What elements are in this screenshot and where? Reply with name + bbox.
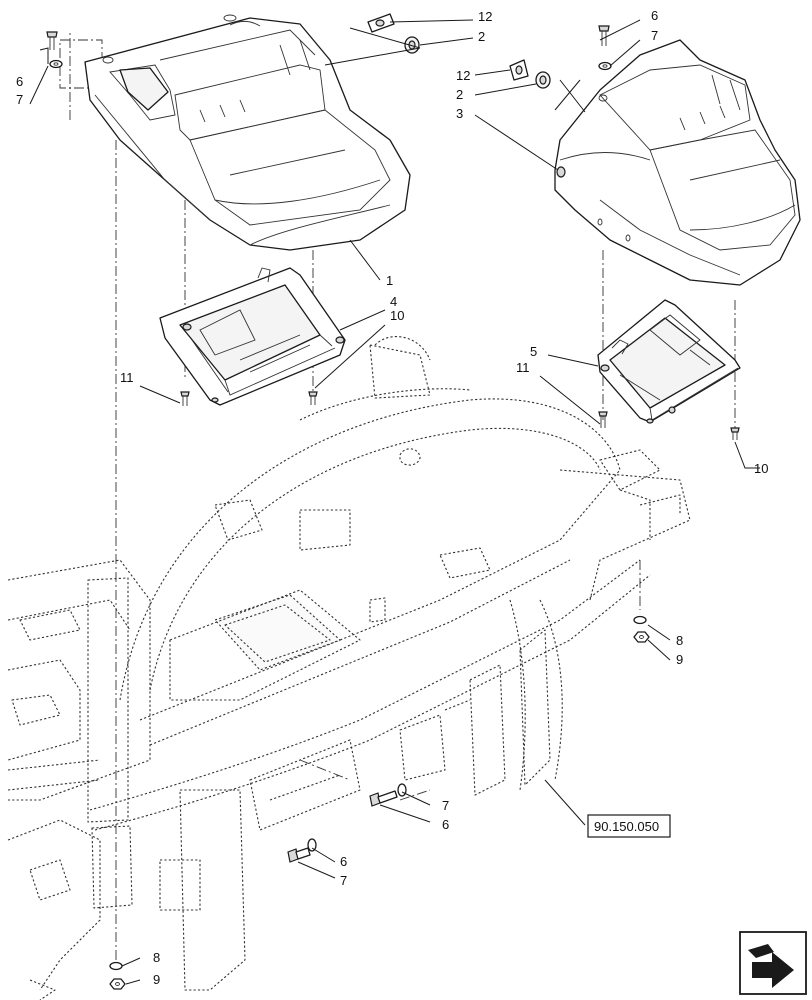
callout-2-top: 2 [478,29,485,44]
callout-7-top-left: 7 [16,92,23,107]
callout-leaders [29,19,760,985]
next-page-arrow-icon[interactable] [739,931,807,995]
callout-labels: 12 2 6 7 12 2 3 6 7 1 4 10 11 5 11 10 8 … [16,8,768,987]
callout-8-bottom: 8 [153,950,160,965]
section-reference[interactable]: 90.150.050 [587,814,671,838]
callout-12-right: 12 [456,68,470,83]
section-reference-label: 90.150.050 [594,819,659,834]
callout-6-top-left: 6 [16,74,23,89]
callout-3: 3 [456,106,463,121]
right-mounting-bracket [597,299,741,424]
callout-9-right: 9 [676,652,683,667]
callout-10-left: 10 [390,308,404,323]
callout-7-center: 7 [442,798,449,813]
callout-7-top-right: 7 [651,28,658,43]
callout-12-top: 12 [478,9,492,24]
callout-9-bottom: 9 [153,972,160,987]
right-fender-cover [554,39,801,286]
callout-8-right: 8 [676,633,683,648]
callout-6-lower: 6 [340,854,347,869]
callout-5: 5 [530,344,537,359]
callout-6-top-right: 6 [651,8,658,23]
callout-4: 4 [390,294,397,309]
left-mounting-bracket [159,267,346,406]
callout-11-right: 11 [516,360,530,375]
callout-2-right: 2 [456,87,463,102]
left-fender-cover [84,14,411,251]
callout-11-left: 11 [120,370,134,385]
callout-10-right: 10 [754,461,768,476]
tractor-frame [7,336,691,1000]
callout-7-lower: 7 [340,873,347,888]
callout-1: 1 [386,273,393,288]
fasteners [46,13,740,990]
callout-6-center: 6 [442,817,449,832]
